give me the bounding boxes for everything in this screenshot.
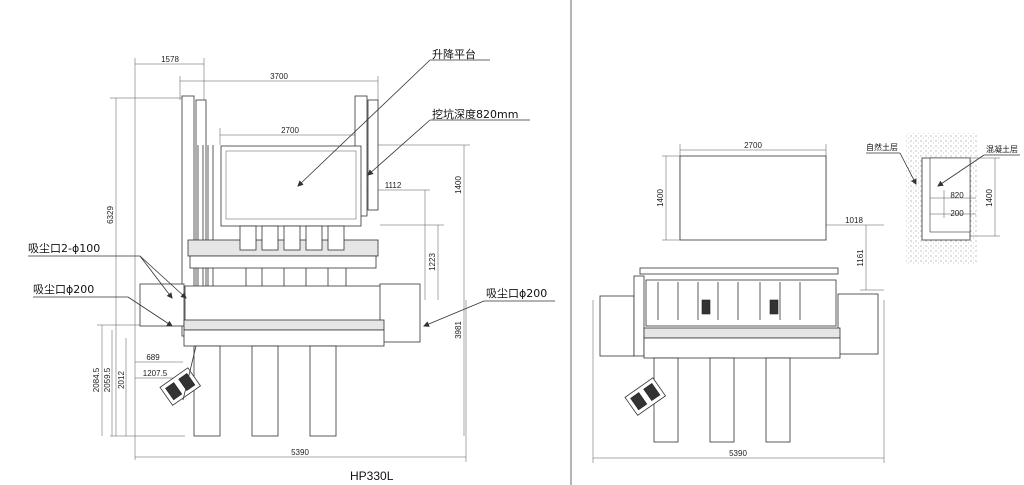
- pit-dim-200: 200: [950, 209, 964, 218]
- machine-right: [599, 267, 879, 443]
- label-concrete: 混凝土层: [986, 144, 1018, 154]
- dim-1400: 1400: [454, 176, 463, 194]
- left-view: 1578 3700 2700 6329 2084.5 2059.5 2012: [28, 47, 555, 483]
- label-pit-depth: 挖坑深度820mm: [432, 107, 518, 121]
- dim-6329: 6329: [106, 206, 115, 224]
- loader-arm: [159, 367, 202, 406]
- right-view: 2700 1400 1018 1161: [592, 141, 885, 463]
- left-dimensions: 6329 2084.5 2059.5 2012 689 1207.5: [92, 97, 185, 437]
- dim-2084: 2084.5: [92, 367, 101, 392]
- dim-5390-right: 5390: [729, 449, 747, 458]
- label-dust-2x100: 吸尘口2-ϕ100: [28, 242, 100, 255]
- label-dust-200-left: 吸尘口ϕ200: [33, 283, 94, 296]
- dim-1161: 1161: [856, 249, 865, 267]
- dim-2700: 2700: [281, 126, 299, 135]
- dim-1578: 1578: [161, 55, 179, 64]
- dim-2012: 2012: [117, 371, 126, 389]
- dim-1223: 1223: [428, 253, 437, 271]
- left-callouts: 升降平台 挖坑深度820mm 吸尘口2-ϕ100 吸尘口ϕ200 吸尘口ϕ200: [28, 47, 555, 327]
- dim-1207: 1207.5: [143, 369, 168, 378]
- model-label: HP330L: [350, 469, 394, 483]
- lift-platform-right: [679, 155, 827, 241]
- dim-3700: 3700: [270, 72, 288, 81]
- dim-1018: 1018: [845, 216, 863, 225]
- dim-2700-right: 2700: [744, 141, 762, 150]
- dim-3981: 3981: [454, 321, 463, 339]
- dim-1112: 1112: [385, 181, 402, 190]
- pit-dim-820: 820: [950, 191, 964, 200]
- label-lift-platform: 升降平台: [432, 47, 476, 61]
- label-natural-soil: 自然土层: [866, 142, 898, 152]
- dim-689: 689: [146, 353, 160, 362]
- dim-2059: 2059.5: [103, 367, 112, 392]
- dim-1400-right: 1400: [656, 189, 665, 207]
- machine-left: [139, 95, 421, 437]
- dim-5390-left: 5390: [291, 448, 309, 457]
- pit-detail: 820 200 1400 自然土层 混凝土层: [866, 133, 1020, 265]
- label-dust-200-right: 吸尘口ϕ200: [486, 287, 547, 300]
- pit-dim-1400: 1400: [985, 189, 994, 207]
